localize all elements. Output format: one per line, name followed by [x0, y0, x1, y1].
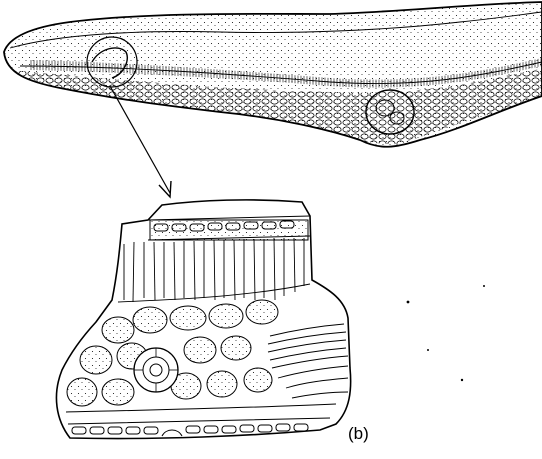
panel-label: (b) — [348, 424, 369, 444]
leaf-blade-section — [0, 0, 542, 160]
enlarged-tissue-block — [56, 200, 350, 439]
vein-bundle — [366, 90, 414, 134]
enlarged-vein-bundle — [134, 348, 178, 392]
stray-marks — [407, 285, 485, 381]
